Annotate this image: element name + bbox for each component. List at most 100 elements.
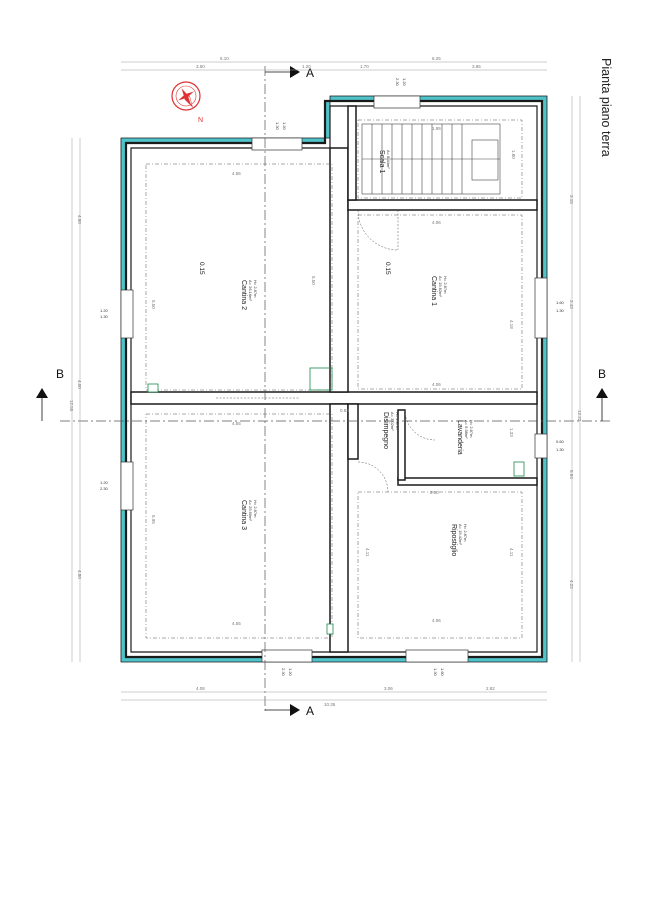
svg-text:Scala 1: Scala 1 bbox=[378, 150, 385, 173]
compass-north-label: N bbox=[198, 117, 203, 124]
dim-right-seg2: 3.43 bbox=[569, 300, 574, 309]
svg-text:2.30: 2.30 bbox=[281, 668, 286, 677]
svg-text:1.30: 1.30 bbox=[275, 122, 280, 131]
svg-text:1.30: 1.30 bbox=[100, 314, 109, 319]
section-marker-a-bottom: A bbox=[265, 704, 314, 718]
dim-top-right-total: 6.25 bbox=[432, 56, 441, 61]
dim-top-left-total: 5.10 bbox=[220, 56, 229, 61]
svg-text:2.30: 2.30 bbox=[395, 78, 400, 87]
cantina-2-outline bbox=[145, 163, 333, 391]
room-label-ripostiglio: Ripostiglio A= 15.42m² H= 2.87m bbox=[450, 524, 468, 556]
svg-text:Cantina 2: Cantina 2 bbox=[240, 280, 247, 310]
dim-left-seg1: 4.80 bbox=[77, 215, 82, 224]
room-label-lavanderia: Lavanderia A= 5.58m² H= 2.87m bbox=[456, 420, 474, 455]
dim-top-seg2: 1.20 bbox=[302, 64, 311, 69]
dim-left-seg3: 4.80 bbox=[77, 570, 82, 579]
svg-text:A= 15.42m²: A= 15.42m² bbox=[458, 524, 463, 545]
fixtures bbox=[147, 367, 525, 635]
svg-text:1.20: 1.20 bbox=[288, 668, 293, 677]
dim-corr: 1.33 bbox=[509, 428, 514, 437]
svg-text:A= 5.58m²: A= 5.58m² bbox=[464, 420, 469, 439]
svg-text:Disimpegno: Disimpegno bbox=[382, 412, 389, 449]
svg-text:Cantina 3: Cantina 3 bbox=[240, 500, 247, 530]
svg-text:0.15: 0.15 bbox=[198, 262, 205, 275]
svg-text:0.15: 0.15 bbox=[384, 262, 391, 275]
dim-c3-width: 4.55 bbox=[232, 421, 241, 426]
section-marker-b-right: B bbox=[596, 367, 608, 421]
svg-text:Lavanderia: Lavanderia bbox=[456, 420, 463, 455]
dim-rip-width: 4.06 bbox=[432, 618, 441, 623]
dim-bottom-seg2: 3.06 bbox=[384, 686, 393, 691]
svg-text:Ripostiglio: Ripostiglio bbox=[450, 524, 457, 556]
dim-right-seg1: 3.15 bbox=[569, 195, 574, 204]
dim-left-seg2: 4.00 bbox=[77, 380, 82, 389]
dim-c1-height: 4.18 bbox=[509, 320, 514, 329]
dim-c3-height: 5.95 bbox=[151, 515, 156, 524]
outer-wall bbox=[124, 99, 544, 659]
svg-text:A: A bbox=[306, 66, 314, 80]
svg-text:1.20: 1.20 bbox=[282, 122, 287, 131]
dim-c2-height: 5.50 bbox=[151, 300, 156, 309]
windows bbox=[120, 95, 548, 663]
svg-text:A: A bbox=[306, 704, 314, 718]
svg-text:B: B bbox=[598, 367, 606, 381]
dim-c3-width-2: 4.55 bbox=[232, 621, 241, 626]
dim-bottom-seg3: 2.82 bbox=[486, 686, 495, 691]
dim-c2-height-2: 5.50 bbox=[311, 276, 316, 285]
svg-text:A= 26.16m²: A= 26.16m² bbox=[248, 280, 253, 301]
dim-rip-height: 4.11 bbox=[365, 548, 370, 557]
svg-text:H= 2.87m: H= 2.87m bbox=[469, 420, 474, 438]
svg-text:A= 8.44m²: A= 8.44m² bbox=[386, 150, 391, 169]
svg-text:1.60: 1.60 bbox=[440, 668, 445, 677]
svg-text:1.30: 1.30 bbox=[556, 308, 565, 313]
dim-bottom-total: 10.35 bbox=[324, 702, 336, 707]
svg-text:1.30: 1.30 bbox=[433, 668, 438, 677]
svg-text:1.20: 1.20 bbox=[100, 308, 109, 313]
plan-title: Pianta piano terra bbox=[599, 58, 613, 157]
dim-top-seg4: 3.85 bbox=[472, 64, 481, 69]
cantina-3-outline bbox=[145, 413, 333, 639]
section-marker-a-top: A bbox=[265, 66, 314, 80]
interior-walls bbox=[130, 105, 538, 653]
dim-right-seg3: 5.84 bbox=[569, 470, 574, 479]
ripostiglio-outline bbox=[357, 491, 523, 639]
dim-bottom-seg1: 4.08 bbox=[196, 686, 205, 691]
opening-labels: 1.20 1.30 1.20 2.30 1.20 1.30 1.20 2.30 … bbox=[100, 78, 565, 677]
section-marker-b-left: B bbox=[36, 367, 64, 421]
north-compass-icon: N bbox=[171, 81, 203, 124]
level-marker-cantina-2: 0.15 bbox=[198, 262, 205, 275]
svg-text:Cantina 1: Cantina 1 bbox=[430, 276, 437, 306]
dim-right-seg4: 4.22 bbox=[569, 580, 574, 589]
svg-text:1.60: 1.60 bbox=[556, 300, 565, 305]
dim-left-total: 12.55 bbox=[69, 400, 74, 412]
cantina-1-outline bbox=[357, 214, 523, 390]
svg-text:A= 15.62m²: A= 15.62m² bbox=[438, 276, 443, 297]
svg-text:H= 2.87m: H= 2.87m bbox=[463, 524, 468, 542]
doors bbox=[216, 209, 436, 493]
scala-outline bbox=[357, 119, 523, 199]
room-label-cantina-3: Cantina 3 A= 25.90m² H= 2.87m bbox=[240, 500, 258, 530]
room-label-disimpegno: Disimpegno A= 3.02m² H= 2.87m bbox=[382, 412, 400, 449]
room-label-scala-1: Scala 1 A= 8.44m² bbox=[378, 150, 391, 173]
svg-text:A= 3.02m²: A= 3.02m² bbox=[390, 412, 395, 431]
svg-text:1.30: 1.30 bbox=[556, 447, 565, 452]
svg-text:1.20: 1.20 bbox=[402, 78, 407, 87]
svg-text:H= 2.87m: H= 2.87m bbox=[253, 500, 258, 518]
dim-lav-width: 2.90 bbox=[430, 490, 439, 495]
dim-rip-height-2: 4.11 bbox=[509, 548, 514, 557]
dim-c1-width-2: 4.06 bbox=[432, 382, 441, 387]
level-marker-cantina-1: 0.15 bbox=[384, 262, 391, 275]
svg-text:2.30: 2.30 bbox=[100, 486, 109, 491]
dimension-lines bbox=[71, 61, 581, 701]
dim-right-total: 12.22 bbox=[577, 410, 582, 422]
dim-top-seg1: 3.60 bbox=[196, 64, 205, 69]
staircase bbox=[361, 123, 501, 195]
svg-text:H= 2.87m: H= 2.87m bbox=[395, 412, 400, 430]
svg-text:B: B bbox=[56, 367, 64, 381]
dim-c2-width: 4.55 bbox=[232, 171, 241, 176]
dim-dis-width: 0.83 bbox=[340, 408, 349, 413]
dim-top-seg3: 1.70 bbox=[360, 64, 369, 69]
room-label-cantina-2: Cantina 2 A= 26.16m² H= 2.87m bbox=[240, 280, 258, 310]
svg-text:1.20: 1.20 bbox=[100, 480, 109, 485]
